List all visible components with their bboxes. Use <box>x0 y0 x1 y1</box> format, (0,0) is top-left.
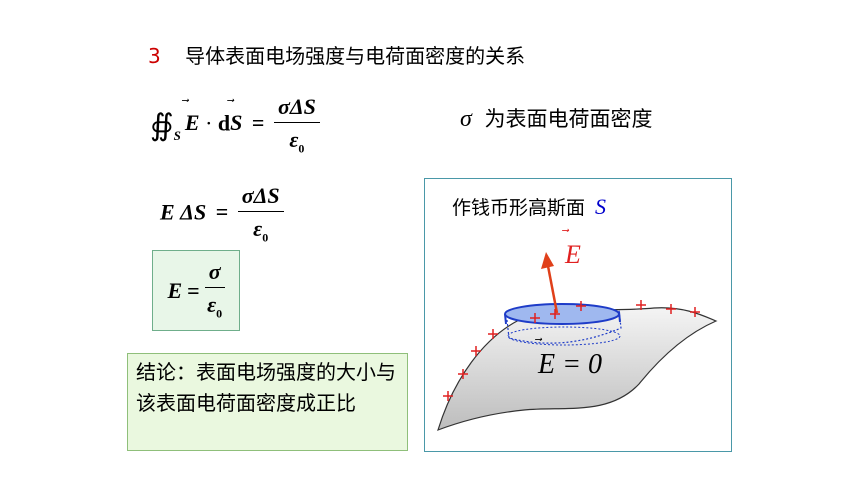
gauss-denominator-sub: 0 <box>298 141 305 156</box>
inside-field-text: E = 0 <box>538 349 602 381</box>
charge-plus <box>471 346 481 356</box>
charge-plus <box>550 309 560 319</box>
field-label: E <box>565 240 581 270</box>
conclusion-box: 结论：表面电场强度的大小与该表面电荷面密度成正比 <box>127 353 408 451</box>
result-denominator: ε <box>207 292 217 318</box>
field-arrow-head <box>541 252 554 269</box>
differential: d <box>217 110 231 136</box>
area-vector: S <box>230 110 242 136</box>
section-heading: 3 导体表面电场强度与电荷面密度的关系 <box>148 40 525 69</box>
pillbox-left-side <box>504 313 507 325</box>
charge-plus <box>636 300 646 310</box>
sigma-definition-text: 为表面电荷面密度 <box>484 107 653 131</box>
gauss-numerator: σΔS <box>273 94 320 123</box>
charge-plus <box>576 301 586 311</box>
field-label-text: E <box>565 240 581 270</box>
figure-title-text: 作钱币形高斯面 <box>452 197 586 219</box>
pillbox-bottom <box>507 326 621 346</box>
integral-subscript: S <box>173 128 181 144</box>
charge-plus <box>443 391 453 401</box>
conductor-figure <box>437 252 718 431</box>
flux-denominator: ε <box>253 216 263 241</box>
flux-equation: E ΔS = σΔS ε0 <box>160 183 284 245</box>
gauss-fraction: σΔS ε0 <box>273 94 320 156</box>
equals-sign: = <box>251 110 265 136</box>
result-box: E = σ ε0 <box>152 250 240 331</box>
gauss-law-equation: ∯SE · dS = σΔS ε0 <box>150 94 320 156</box>
sigma-symbol: σ <box>460 106 472 132</box>
gauss-denominator: ε <box>289 127 299 152</box>
result-equals: = <box>187 277 200 303</box>
charge-plus <box>690 307 700 317</box>
sigma-definition: σ 为表面电荷面密度 <box>460 103 653 133</box>
result-fraction: σ ε0 <box>204 259 225 321</box>
charge-plus <box>458 369 468 379</box>
closed-integral-symbol: ∯ <box>150 108 174 142</box>
pillbox-top <box>504 303 620 325</box>
dot-operator: · <box>205 110 213 136</box>
flux-equals: = <box>215 199 229 225</box>
flux-fraction: σΔS ε0 <box>237 183 284 245</box>
charge-plus <box>488 329 498 339</box>
surface-label: S <box>595 194 607 219</box>
inside-field-label: E = 0 <box>538 349 602 381</box>
field-arrow-shaft <box>546 265 559 314</box>
charge-plus <box>530 313 540 323</box>
result-lhs: E <box>167 277 183 303</box>
figure-title: 作钱币形高斯面 S <box>452 193 606 220</box>
flux-denominator-sub: 0 <box>262 230 269 245</box>
result-numerator: σ <box>204 259 225 289</box>
charge-plus <box>666 304 676 314</box>
result-denominator-sub: 0 <box>216 306 223 321</box>
conclusion-text: 结论：表面电场强度的大小与该表面电荷面密度成正比 <box>136 360 396 415</box>
field-vector: E <box>185 110 200 136</box>
flux-numerator: σΔS <box>237 183 284 212</box>
section-number: 3 <box>148 44 161 68</box>
pillbox-right-side <box>618 311 621 323</box>
surface-charges <box>443 300 700 401</box>
section-title: 导体表面电场强度与电荷面密度的关系 <box>185 44 526 68</box>
flux-lhs: E ΔS <box>160 199 207 225</box>
